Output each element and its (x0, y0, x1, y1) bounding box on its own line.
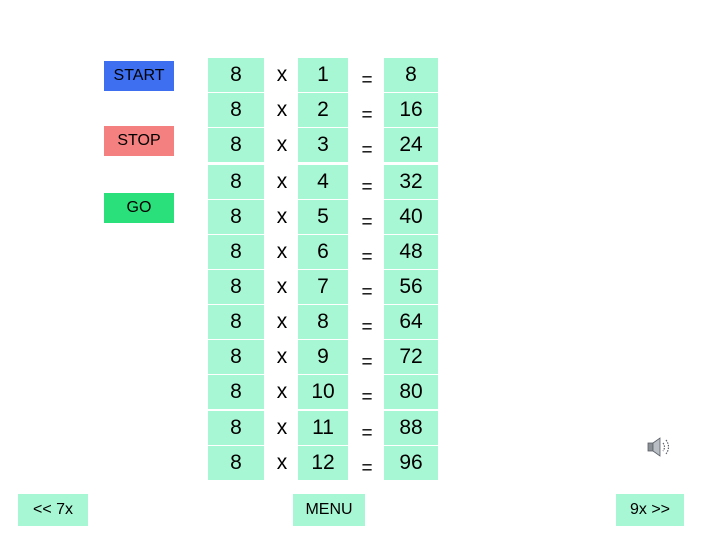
multiplicand-cell: 8 (208, 375, 264, 409)
multiplicand-cell: 8 (208, 200, 264, 234)
multiplicand-cell: 8 (208, 165, 264, 199)
equals-sign-cell: = (361, 423, 373, 444)
multiplier-cell: 9 (298, 340, 348, 374)
equals-sign-cell: = (361, 212, 373, 233)
product-cell: 64 (384, 305, 438, 339)
speaker-icon[interactable] (646, 434, 672, 460)
product-cell: 8 (384, 58, 438, 92)
product-cell: 40 (384, 200, 438, 234)
multiplier-cell: 12 (298, 446, 348, 480)
multiplier-cell: 8 (298, 305, 348, 339)
multiplicand-cell: 8 (208, 128, 264, 162)
product-cell: 24 (384, 128, 438, 162)
times-sign-cell: x (276, 205, 288, 228)
times-sign-cell: x (276, 380, 288, 403)
multiplier-cell: 4 (298, 165, 348, 199)
start-button[interactable]: START (104, 61, 174, 91)
times-sign-cell: x (276, 310, 288, 333)
product-cell: 32 (384, 165, 438, 199)
multiplier-cell: 6 (298, 235, 348, 269)
times-sign-cell: x (276, 133, 288, 156)
times-sign-cell: x (276, 345, 288, 368)
product-cell: 72 (384, 340, 438, 374)
product-cell: 16 (384, 93, 438, 127)
menu-button[interactable]: MENU (293, 494, 365, 526)
equals-sign-cell: = (361, 70, 373, 91)
equals-sign-cell: = (361, 317, 373, 338)
multiplier-cell: 2 (298, 93, 348, 127)
multiplicand-cell: 8 (208, 411, 264, 445)
times-sign-cell: x (276, 451, 288, 474)
multiplicand-cell: 8 (208, 340, 264, 374)
stop-button[interactable]: STOP (104, 126, 174, 156)
product-cell: 48 (384, 235, 438, 269)
equals-sign-cell: = (361, 140, 373, 161)
multiplicand-cell: 8 (208, 305, 264, 339)
multiplier-cell: 5 (298, 200, 348, 234)
multiplier-cell: 11 (298, 411, 348, 445)
equals-sign-cell: = (361, 247, 373, 268)
multiplicand-cell: 8 (208, 446, 264, 480)
previous-table-button[interactable]: << 7x (18, 494, 88, 526)
multiplier-cell: 3 (298, 128, 348, 162)
times-sign-cell: x (276, 416, 288, 439)
product-cell: 56 (384, 270, 438, 304)
multiplier-cell: 10 (298, 375, 348, 409)
equals-sign-cell: = (361, 387, 373, 408)
go-button[interactable]: GO (104, 193, 174, 223)
times-sign-cell: x (276, 170, 288, 193)
equals-sign-cell: = (361, 177, 373, 198)
equals-sign-cell: = (361, 282, 373, 303)
times-sign-cell: x (276, 98, 288, 121)
multiplier-cell: 7 (298, 270, 348, 304)
times-sign-cell: x (276, 63, 288, 86)
multiplicand-cell: 8 (208, 93, 264, 127)
product-cell: 80 (384, 375, 438, 409)
multiplier-cell: 1 (298, 58, 348, 92)
product-cell: 96 (384, 446, 438, 480)
times-sign-cell: x (276, 275, 288, 298)
equals-sign-cell: = (361, 105, 373, 126)
times-sign-cell: x (276, 240, 288, 263)
multiplicand-cell: 8 (208, 235, 264, 269)
equals-sign-cell: = (361, 352, 373, 373)
multiplicand-cell: 8 (208, 270, 264, 304)
next-table-button[interactable]: 9x >> (616, 494, 684, 526)
equals-sign-cell: = (361, 458, 373, 479)
multiplicand-cell: 8 (208, 58, 264, 92)
product-cell: 88 (384, 411, 438, 445)
